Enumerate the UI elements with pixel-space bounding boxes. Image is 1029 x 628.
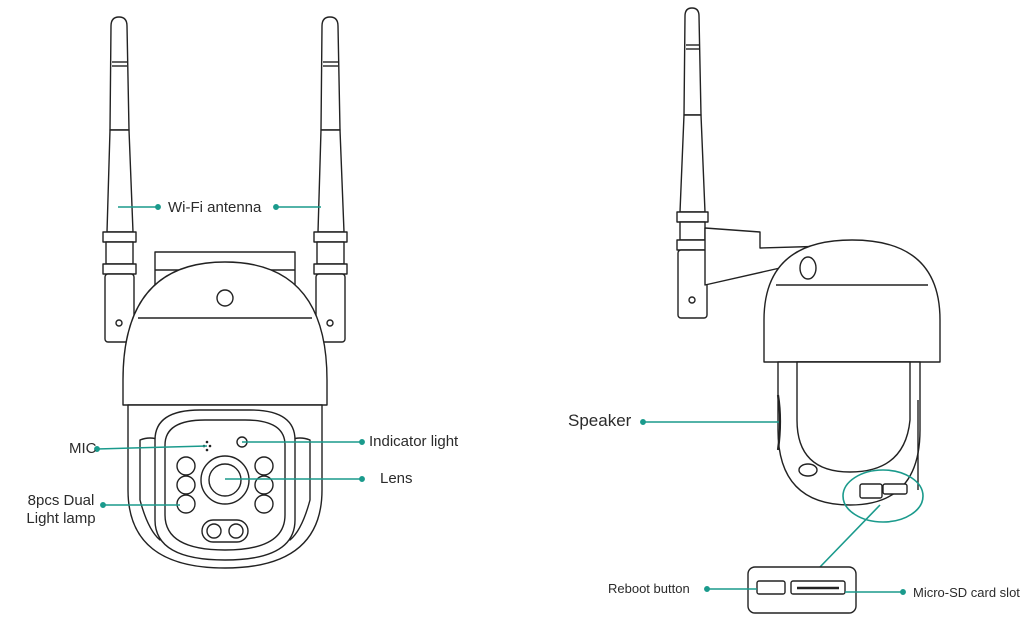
- label-light-lamp-line1: 8pcs Dual: [27, 492, 95, 509]
- label-indicator-light: Indicator light: [369, 433, 459, 450]
- label-lens: Lens: [380, 470, 413, 487]
- front-camera-illustration: [102, 16, 348, 569]
- label-wifi-antenna: Wi-Fi antenna: [168, 199, 262, 216]
- side-antenna: [676, 7, 709, 319]
- label-mic: MIC: [69, 440, 97, 457]
- right-antenna: [313, 16, 348, 343]
- left-antenna: [102, 16, 137, 343]
- reboot-button-icon: [756, 580, 786, 595]
- label-speaker: Speaker: [568, 411, 632, 430]
- label-micro-sd-slot: Micro-SD card slot: [913, 585, 1020, 600]
- side-dome: [763, 239, 941, 363]
- side-camera-illustration: [676, 7, 941, 506]
- label-light-lamp: 8pcs Dual Light lamp: [20, 492, 102, 528]
- dome-sensor-icon: [216, 289, 234, 307]
- front-dome: [122, 261, 328, 406]
- callout-zoom: [819, 469, 924, 568]
- sd-slot-panel: [747, 566, 857, 614]
- label-reboot-button: Reboot button: [608, 581, 690, 596]
- label-light-lamp-line2: Light lamp: [26, 510, 96, 527]
- leader-lines: [94, 204, 906, 595]
